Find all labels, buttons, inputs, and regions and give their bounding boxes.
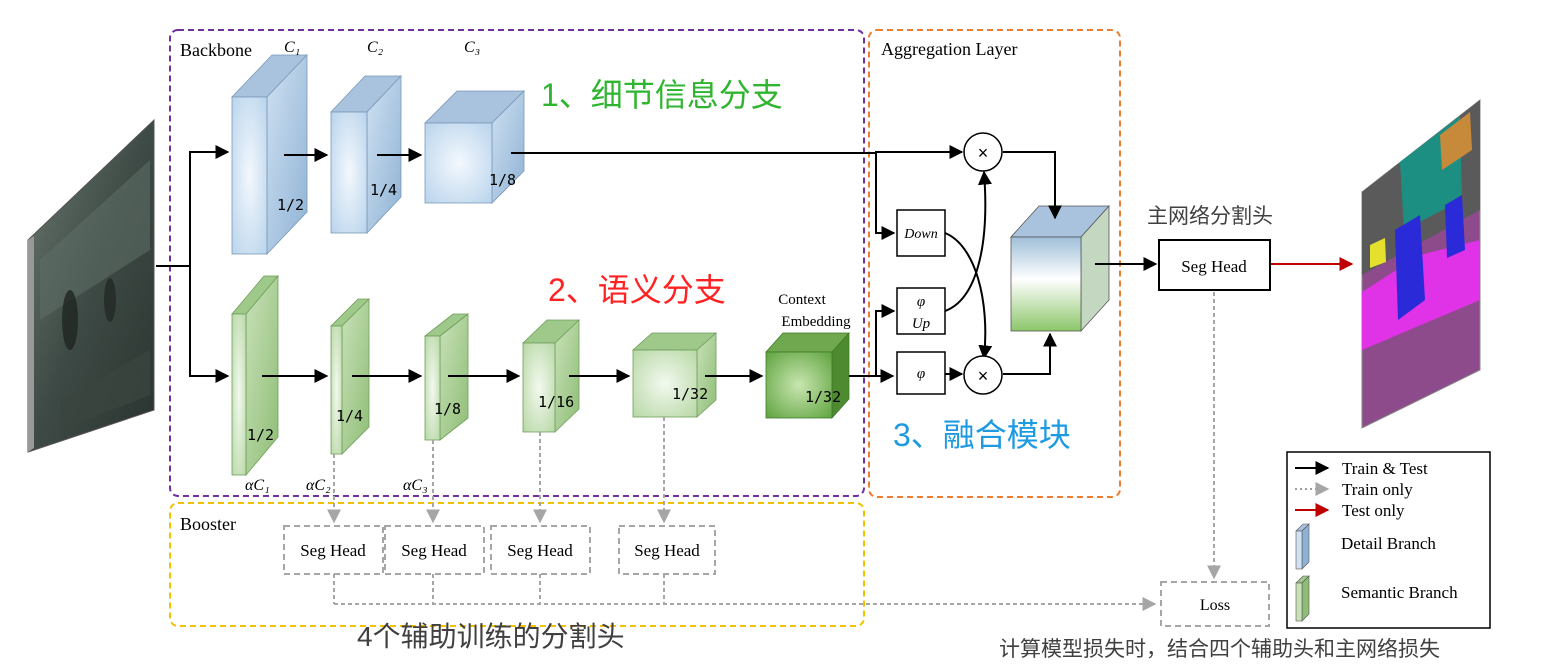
semantic-scale-2: 1/4 <box>336 407 363 425</box>
multiply-bottom-label: × <box>978 366 989 386</box>
multiply-node-top <box>963 132 1003 172</box>
backbone-title: Backbone <box>180 40 252 60</box>
channel-label-c2: C₂ <box>367 39 384 56</box>
context-embedding-scale: 1/32 <box>805 388 841 406</box>
legend: Train & Test Train only Test only Detail… <box>1286 451 1491 629</box>
semantic-branch-annotation: 2、语义分支 <box>548 272 726 308</box>
booster-seg-head-2 <box>384 525 485 575</box>
context-embedding-label-2: Embedding <box>781 314 851 330</box>
booster-title: Booster <box>180 514 236 534</box>
semantic-cube-5 <box>631 332 718 418</box>
loss-label: Loss <box>1200 597 1230 614</box>
legend-detail-branch: Detail Branch <box>1341 534 1436 553</box>
output-segmentation <box>1361 98 1481 429</box>
legend-train-test: Train & Test <box>1342 459 1428 478</box>
phi-up-phi-label: φ <box>917 294 925 310</box>
train-only-arrows <box>327 292 1221 611</box>
semantic-scale-3: 1/8 <box>434 400 461 418</box>
detail-branch-annotation: 1、细节信息分支 <box>541 77 783 113</box>
booster-seg-head-1 <box>283 525 384 575</box>
down-label: Down <box>903 227 937 242</box>
backbone-group <box>169 29 865 497</box>
loss-box <box>1160 581 1270 627</box>
semantic-scale-5: 1/32 <box>672 385 708 403</box>
semantic-cube-4 <box>522 319 580 433</box>
legend-test-only: Test only <box>1342 501 1405 520</box>
aggregation-title: Aggregation Layer <box>881 39 1017 59</box>
down-box <box>896 209 946 257</box>
booster-seg-head-4 <box>618 525 716 575</box>
booster-annotation: 4个辅助训练的分割头 <box>357 621 625 652</box>
channel-label-ac2: αC₂ <box>306 477 331 494</box>
channel-label-ac1: αC₁ <box>245 477 270 494</box>
detail-cube-2 <box>330 74 402 235</box>
multiply-node-bottom <box>963 355 1003 395</box>
legend-semantic-branch: Semantic Branch <box>1341 583 1458 602</box>
booster-seg-head-3-label: Seg Head <box>507 541 573 560</box>
phi-up-up-label: Up <box>912 316 931 332</box>
phi-up-box <box>896 287 946 335</box>
main-seg-head <box>1158 239 1271 291</box>
channel-label-ac3: αC₃ <box>403 477 428 494</box>
phi-box <box>896 351 946 395</box>
main-head-annotation: 主网络分割头 <box>1147 205 1273 228</box>
booster-seg-head-3 <box>490 525 591 575</box>
context-embedding-label-1: Context <box>778 292 826 308</box>
legend-train-only: Train only <box>1342 480 1413 499</box>
booster-seg-head-2-label: Seg Head <box>401 541 467 560</box>
semantic-scale-1: 1/2 <box>247 426 274 444</box>
data-flow-arrows <box>156 145 1158 383</box>
detail-scale-1: 1/2 <box>277 196 304 214</box>
legend-semantic-swatch <box>1295 575 1310 622</box>
semantic-scale-4: 1/16 <box>538 393 574 411</box>
detail-cube-3 <box>424 90 525 204</box>
multiply-top-label: × <box>978 143 989 163</box>
channel-label-c1: C₁ <box>284 39 300 56</box>
fusion-annotation: 3、融合模块 <box>893 417 1071 453</box>
detail-scale-3: 1/8 <box>489 171 516 189</box>
main-seg-head-label: Seg Head <box>1181 257 1247 276</box>
context-embedding-cube <box>765 331 850 420</box>
input-image <box>27 118 155 453</box>
booster-group <box>169 502 865 627</box>
phi-label: φ <box>917 366 925 382</box>
booster-seg-head-1-label: Seg Head <box>300 541 366 560</box>
channel-label-c3: C₃ <box>464 39 480 56</box>
detail-scale-2: 1/4 <box>370 181 397 199</box>
aggregation-cube <box>1010 204 1110 333</box>
loss-annotation: 计算模型损失时，结合四个辅助头和主网络损失 <box>999 638 1440 661</box>
legend-detail-swatch <box>1295 523 1310 570</box>
booster-seg-head-4-label: Seg Head <box>634 541 700 560</box>
